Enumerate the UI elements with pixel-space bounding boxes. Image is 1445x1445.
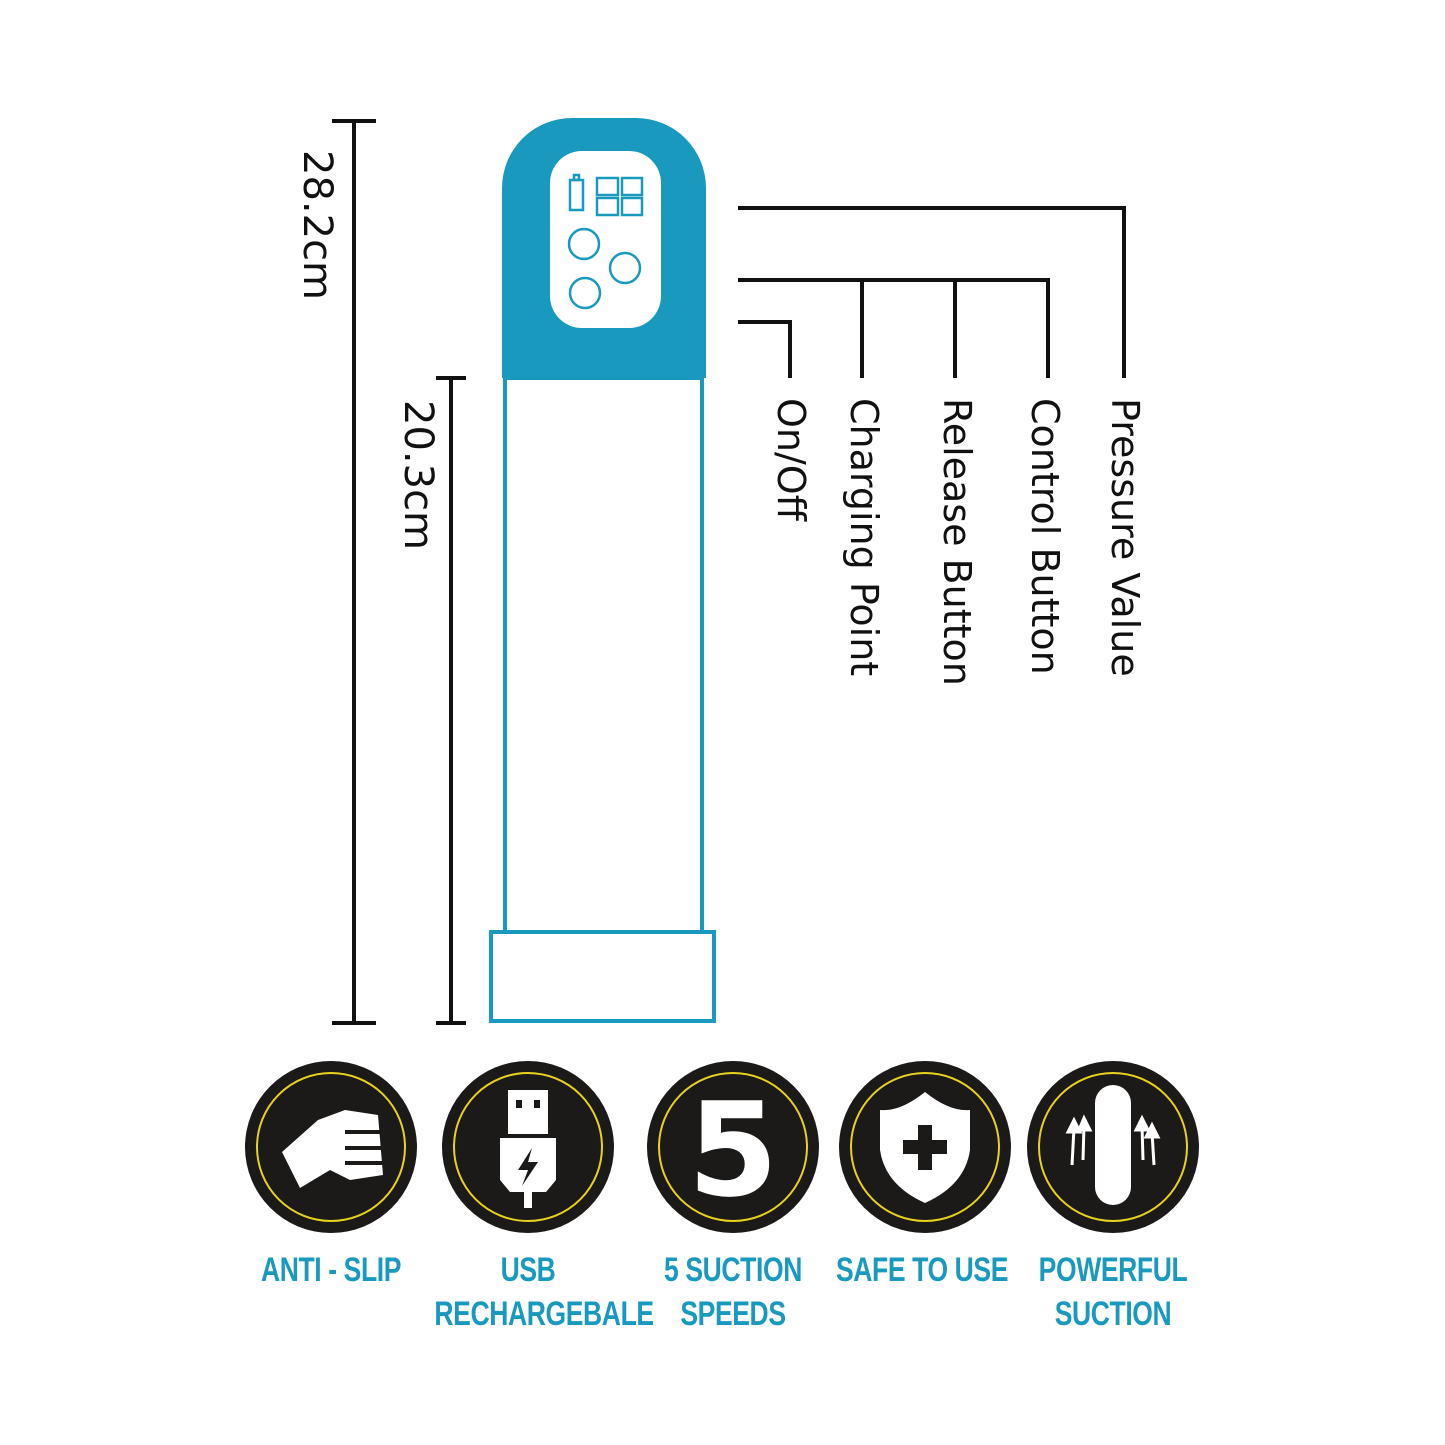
callout-release-button: Release Button: [935, 398, 979, 686]
svg-text:5: 5: [688, 1074, 778, 1226]
pump-device: [489, 118, 716, 1023]
dimension-line-cylinder: [436, 376, 466, 1025]
feature-label-usb: USB RECHARGEBALE: [434, 1248, 654, 1336]
usb-icon: [442, 1061, 614, 1233]
feature-label-speeds: 5 SUCTION SPEEDS: [639, 1248, 826, 1336]
feature-line: SUCTION: [1054, 1295, 1172, 1333]
feature-line: ANTI - SLIP: [260, 1251, 402, 1289]
dimension-line-total: [332, 119, 376, 1025]
feature-line: POWERFUL: [1038, 1251, 1188, 1289]
button-icon: [567, 227, 601, 261]
shield-cross-icon: [839, 1061, 1011, 1233]
fist-icon: [245, 1061, 417, 1233]
feature-label-suction: POWERFUL SUCTION: [1019, 1248, 1206, 1336]
feature-label-safe: SAFE TO USE: [828, 1248, 1015, 1292]
callout-on-off: On/Off: [769, 398, 813, 521]
callout-charging-point: Charging Point: [842, 398, 886, 677]
callout-control-button: Control Button: [1023, 398, 1067, 675]
pump-cylinder: [503, 376, 704, 934]
button-icon: [608, 251, 642, 285]
display-icon: [595, 176, 620, 197]
number-five-icon: 5: [647, 1061, 819, 1233]
suction-arrows-icon: [1027, 1061, 1199, 1233]
feature-line: SPEEDS: [680, 1295, 786, 1333]
callout-lines: [738, 206, 1126, 378]
feature-label-anti-slip: ANTI - SLIP: [237, 1248, 424, 1292]
feature-line: USB: [500, 1251, 556, 1289]
pump-base: [489, 930, 716, 1023]
feature-line: 5 SUCTION: [664, 1251, 802, 1289]
dimension-total-label: 28.2cm: [294, 150, 340, 301]
callout-pressure-value: Pressure Value: [1103, 398, 1147, 677]
feature-line: SAFE TO USE: [835, 1251, 1009, 1289]
feature-badges: 5: [245, 1061, 1199, 1233]
dimension-cylinder-label: 20.3cm: [395, 400, 441, 551]
button-icon: [568, 276, 602, 310]
feature-line: RECHARGEBALE: [434, 1295, 654, 1333]
